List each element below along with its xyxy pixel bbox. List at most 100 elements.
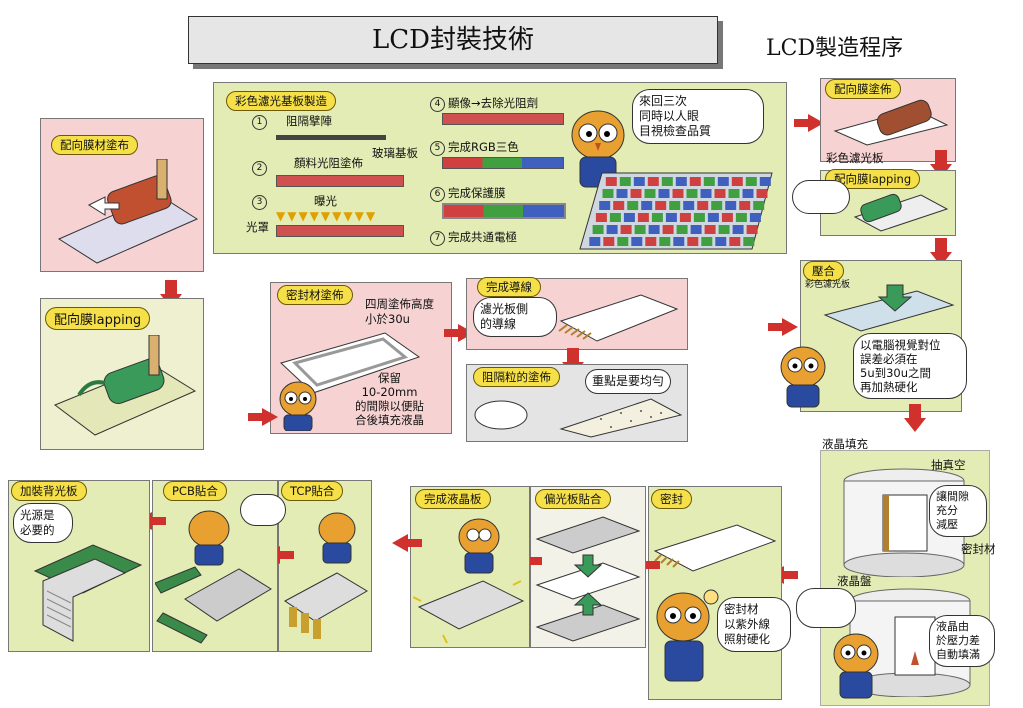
color-filter-cell <box>697 201 709 210</box>
spacer-tag: 阻隔粒的塗佈 <box>473 367 560 387</box>
polarizer-stack <box>535 516 641 642</box>
lcd-done-art <box>413 518 525 644</box>
black-matrix-strip <box>276 135 386 140</box>
bonding-bubble: 以電腦視覺對位 誤差必須在 5u到30u之間 再加熱硬化 <box>853 333 967 399</box>
color-filter-cell <box>675 177 687 186</box>
seal-glass-bottom <box>653 524 777 572</box>
color-filter-cell <box>721 213 733 222</box>
exposed-strip <box>276 225 404 237</box>
inspection-bubble: 來回三次 同時以人眼 目視檢查品質 <box>632 89 764 144</box>
color-filter-cell <box>665 213 677 222</box>
step-4-label: 顯像→去除光阻劑 <box>448 96 539 110</box>
color-filter-cell <box>592 225 604 234</box>
title-box: LCD封裝技術 <box>188 16 718 64</box>
alignment-coating-tag: 配向膜材塗布 <box>51 135 138 155</box>
color-filter-cell <box>701 237 713 246</box>
color-filter-cell <box>673 237 685 246</box>
color-filter-cell <box>703 177 715 186</box>
color-filter-cell <box>718 225 730 234</box>
color-filter-tag: 彩色濾光基板製造 <box>226 91 336 111</box>
color-filter-cell <box>613 201 625 210</box>
color-filter-cell <box>599 201 611 210</box>
color-filter-cell <box>687 237 699 246</box>
wire-tag: 完成導線 <box>477 277 541 297</box>
step-7-label: 完成共通電極 <box>448 230 517 244</box>
step-6-label: 完成保護膜 <box>448 186 506 200</box>
step-1-label: 阻隔擘陣 <box>286 114 332 128</box>
spacer-panel: 阻隔粒的塗佈 重點是要均勻 <box>466 364 688 442</box>
page-title: LCD封裝技術 <box>371 25 534 55</box>
sealant-label-right: 密封材 <box>961 542 996 556</box>
backlight-tag: 加裝背光板 <box>11 481 87 501</box>
color-filter-cell <box>749 213 761 222</box>
wire-bubble: 濾光板側 的導線 <box>473 297 557 337</box>
color-filter-cell <box>648 225 660 234</box>
alignment-lapping-panel: 配向膜lapping <box>40 298 204 450</box>
color-filter-cell <box>619 177 631 186</box>
process-title: LCD製造程序 <box>766 36 904 61</box>
pcb-art <box>155 510 272 644</box>
step-1-num: 1 <box>252 115 267 130</box>
decompress-bubble: 讓間隙 充分 減壓 <box>929 485 987 537</box>
lapping-roller <box>53 335 197 436</box>
pcb-bubble <box>240 494 286 526</box>
right-roller <box>833 99 949 146</box>
color-filter-cell <box>634 225 646 234</box>
mask-label: 光罩 <box>246 220 269 234</box>
bonding-panel: 壓合 彩色濾光板 以電腦視覺對位 誤差必須在 5u到30u之間 再加熱硬化 <box>780 260 967 412</box>
color-filter-cell <box>630 189 642 198</box>
seal-tag-bottom: 密封 <box>651 489 692 509</box>
color-filter-cell <box>644 189 656 198</box>
color-filter-cell <box>651 213 663 222</box>
lcd-done-panel: 完成液晶板 <box>410 486 530 648</box>
tcp-tag: TCP貼合 <box>281 481 344 501</box>
bonding-tag: 壓合 <box>803 261 844 281</box>
color-filter-cell <box>633 177 645 186</box>
owl-bonding <box>780 346 826 408</box>
step-2-num: 2 <box>252 161 267 176</box>
color-filter-cell <box>623 213 635 222</box>
color-filter-cell <box>745 177 757 186</box>
color-filter-cell <box>606 225 618 234</box>
backlight-panel: 加裝背光板 光源是 必要的 <box>8 480 150 652</box>
step-6-num: 6 <box>430 187 445 202</box>
color-filter-cell <box>717 177 729 186</box>
color-filter-cell <box>609 213 621 222</box>
rgb-strip <box>442 157 564 169</box>
develop-strip <box>442 113 564 125</box>
color-filter-cell <box>756 189 768 198</box>
right-lapping-tag: 配向膜lapping <box>825 169 921 189</box>
color-filter-cell <box>637 213 649 222</box>
step-5-num: 5 <box>430 141 445 156</box>
color-filter-cell <box>679 213 691 222</box>
color-filter-cell <box>686 189 698 198</box>
lcd-done-tag: 完成液晶板 <box>415 489 491 509</box>
wire-panel: 完成導線 濾光板側 的導線 <box>466 277 688 350</box>
resist-strip <box>276 175 404 187</box>
color-filter-cell <box>602 189 614 198</box>
polarizer-tag: 偏光板貼合 <box>535 489 611 509</box>
seal-panel-bottom: 密封 密封材 以紫外線 照射硬化 <box>648 486 791 700</box>
wire-glass <box>558 294 679 342</box>
step-2-label: 顏料光阻塗佈 <box>294 156 363 170</box>
color-filter-cell <box>732 225 744 234</box>
color-filter-cell <box>690 225 702 234</box>
step-5-label: 完成RGB三色 <box>448 140 519 154</box>
arrow-into-sealant <box>248 408 278 426</box>
backlight-bubble: 光源是 必要的 <box>13 503 73 543</box>
color-filter-cell <box>627 201 639 210</box>
step-7-num: 7 <box>430 231 445 246</box>
color-filter-cell <box>714 189 726 198</box>
alignment-lapping-tag: 配向膜lapping <box>45 307 151 330</box>
color-filter-cell <box>689 177 701 186</box>
color-filter-cell <box>746 225 758 234</box>
color-filter-cell <box>731 177 743 186</box>
color-filter-cell <box>759 177 771 186</box>
right-coating-tag: 配向膜塗佈 <box>825 79 901 99</box>
color-filter-cell <box>683 201 695 210</box>
color-filter-cell <box>595 213 607 222</box>
color-filter-cell <box>735 213 747 222</box>
owl-fill <box>833 633 879 699</box>
owl-sealant <box>279 381 317 431</box>
step-3-num: 3 <box>252 195 267 210</box>
